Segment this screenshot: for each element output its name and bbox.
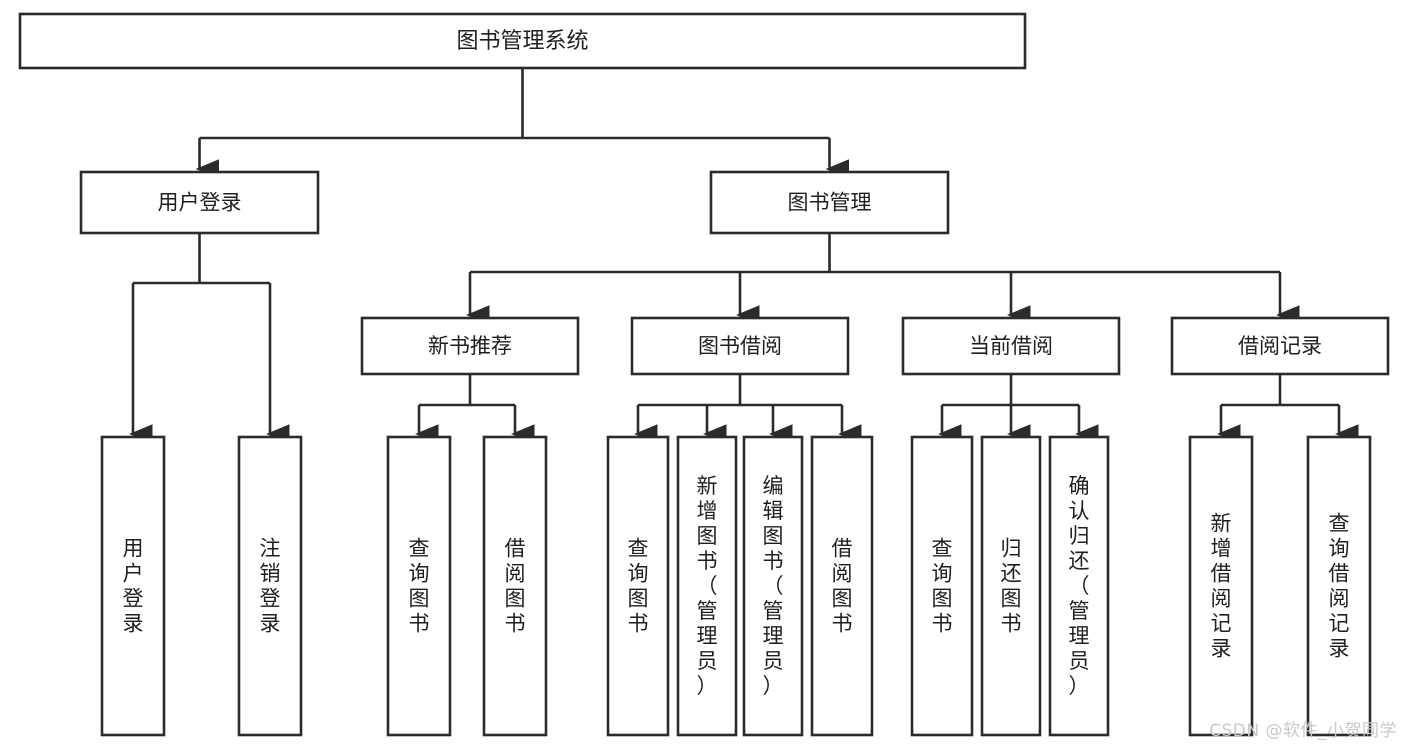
- node-label-leaf-logout: 注销登录: [260, 537, 281, 636]
- node-borrow-record[interactable]: 借阅记录: [1170, 316, 1390, 376]
- node-book-borrow[interactable]: 图书借阅: [630, 316, 850, 376]
- node-leaf-borrow-book-1[interactable]: 借阅图书: [482, 435, 548, 737]
- node-label-leaf-confirm-return: 确认归还（管理员）: [1069, 474, 1090, 698]
- node-box-user-login: [79, 170, 320, 235]
- node-box-borrow-record: [1170, 316, 1390, 376]
- node-leaf-query-book-2[interactable]: 查询图书: [606, 435, 670, 737]
- node-leaf-user-login[interactable]: 用户登录: [100, 435, 166, 737]
- node-label-leaf-query-book-1: 查询图书: [409, 537, 430, 636]
- node-label-book-borrow: 图书借阅: [698, 334, 782, 358]
- node-box-leaf-query-book-3: [910, 435, 974, 737]
- node-box-leaf-return-book: [980, 435, 1042, 737]
- node-box-leaf-user-login: [100, 435, 166, 737]
- node-label-current-borrow: 当前借阅: [969, 334, 1053, 358]
- node-book-manage[interactable]: 图书管理: [709, 170, 950, 235]
- node-label-new-book-rec: 新书推荐: [428, 334, 512, 358]
- node-label-leaf-query-record: 查询借阅记录: [1329, 512, 1350, 661]
- node-user-login[interactable]: 用户登录: [79, 170, 320, 235]
- node-leaf-add-record[interactable]: 新增借阅记录: [1188, 435, 1254, 737]
- node-box-leaf-confirm-return: [1048, 435, 1110, 737]
- node-label-leaf-edit-book: 编辑图书（管理员）: [763, 474, 784, 698]
- node-label-leaf-query-book-3: 查询图书: [932, 537, 953, 636]
- node-label-leaf-borrow-book-1: 借阅图书: [505, 537, 526, 636]
- node-box-leaf-borrow-book-1: [482, 435, 548, 737]
- node-leaf-return-book[interactable]: 归还图书: [980, 435, 1042, 737]
- node-label-leaf-borrow-book-2: 借阅图书: [832, 537, 853, 636]
- node-box-leaf-logout: [237, 435, 303, 737]
- node-leaf-edit-book[interactable]: 编辑图书（管理员）: [742, 435, 804, 737]
- node-label-leaf-add-book: 新增图书（管理员）: [697, 474, 718, 698]
- node-label-book-manage: 图书管理: [788, 191, 872, 215]
- node-box-root: [18, 12, 1027, 70]
- node-box-leaf-query-book-1: [386, 435, 452, 737]
- connector-layer: [129, 68, 1359, 444]
- node-new-book-rec[interactable]: 新书推荐: [360, 316, 580, 376]
- node-box-leaf-borrow-book-2: [810, 435, 874, 737]
- node-leaf-query-record[interactable]: 查询借阅记录: [1306, 435, 1372, 737]
- node-leaf-logout[interactable]: 注销登录: [237, 435, 303, 737]
- node-box-book-borrow: [630, 316, 850, 376]
- node-root[interactable]: 图书管理系统: [18, 12, 1027, 70]
- node-box-leaf-query-book-2: [606, 435, 670, 737]
- node-label-leaf-query-book-2: 查询图书: [628, 537, 649, 636]
- node-leaf-borrow-book-2[interactable]: 借阅图书: [810, 435, 874, 737]
- node-box-new-book-rec: [360, 316, 580, 376]
- node-box-leaf-edit-book: [742, 435, 804, 737]
- node-label-root: 图书管理系统: [456, 29, 588, 54]
- node-box-leaf-query-record: [1306, 435, 1372, 737]
- node-box-current-borrow: [901, 316, 1121, 376]
- node-box-leaf-add-record: [1188, 435, 1254, 737]
- node-leaf-add-book[interactable]: 新增图书（管理员）: [676, 435, 738, 737]
- node-leaf-query-book-3[interactable]: 查询图书: [910, 435, 974, 737]
- node-box-leaf-add-book: [676, 435, 738, 737]
- node-current-borrow[interactable]: 当前借阅: [901, 316, 1121, 376]
- node-box-book-manage: [709, 170, 950, 235]
- node-label-leaf-user-login: 用户登录: [123, 537, 144, 636]
- node-label-user-login: 用户登录: [158, 191, 242, 215]
- node-leaf-query-book-1[interactable]: 查询图书: [386, 435, 452, 737]
- node-label-leaf-return-book: 归还图书: [1001, 537, 1022, 636]
- node-label-borrow-record: 借阅记录: [1238, 334, 1322, 358]
- node-leaf-confirm-return[interactable]: 确认归还（管理员）: [1048, 435, 1110, 737]
- node-layer: 图书管理系统用户登录图书管理新书推荐图书借阅当前借阅借阅记录用户登录注销登录查询…: [18, 12, 1390, 737]
- node-label-leaf-add-record: 新增借阅记录: [1211, 512, 1232, 661]
